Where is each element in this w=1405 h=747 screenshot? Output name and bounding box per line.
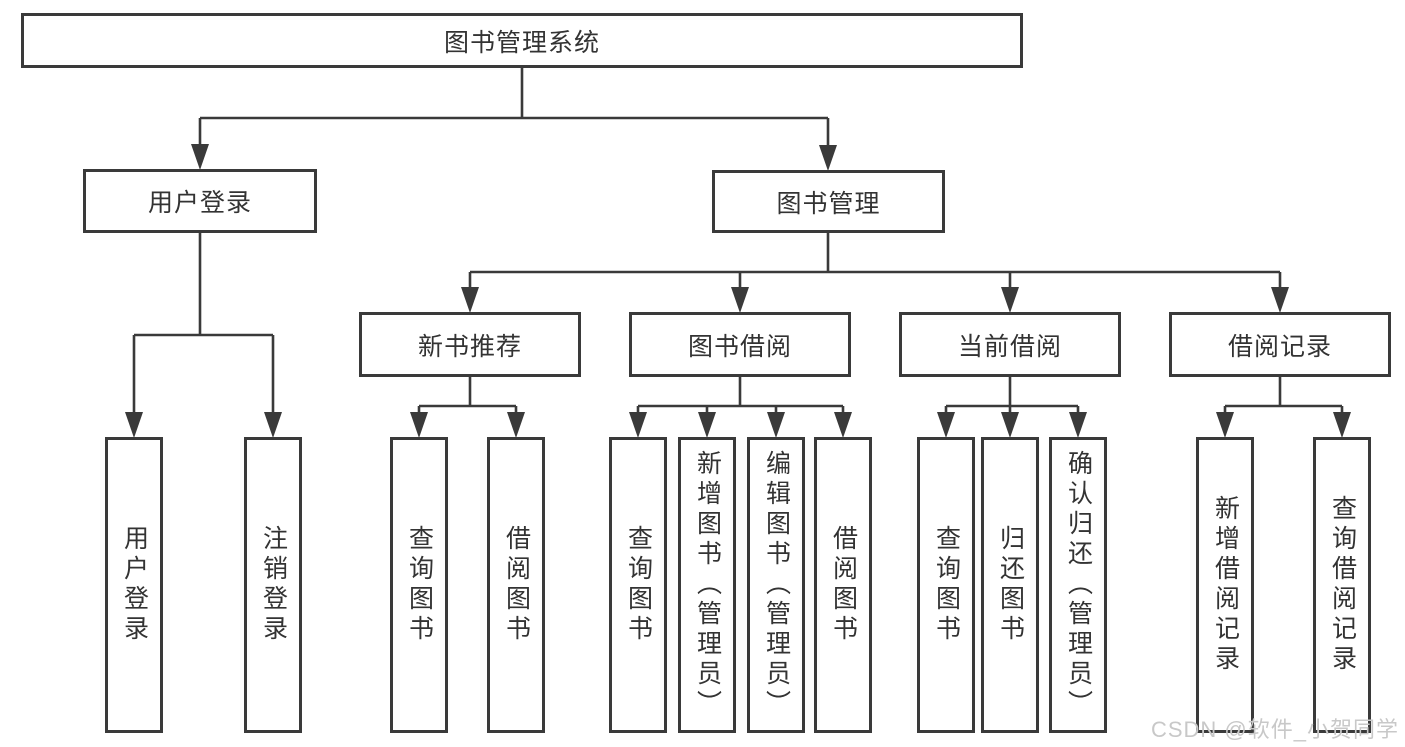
leaf-query-books-borrow: 查询图书 [609,437,667,733]
node-label: 查询图书 [405,525,434,645]
node-label: 查询图书 [624,525,653,645]
node-book-borrowing: 图书借阅 [629,312,851,377]
node-label: 新增图书（管理员） [693,450,722,720]
node-label: 编辑图书（管理员） [762,450,791,720]
arrowhead-down-icon [1216,412,1234,438]
arrowhead-down-icon [819,145,837,171]
node-label: 查询借阅记录 [1328,495,1357,675]
node-label: 查询图书 [932,525,961,645]
arrowhead-down-icon [731,287,749,313]
node-new-book-recommend: 新书推荐 [359,312,581,377]
node-label: 借阅图书 [829,525,858,645]
node-label: 新增借阅记录 [1211,495,1240,675]
edge-line [132,233,275,419]
leaf-query-books-recommend: 查询图书 [390,437,448,733]
node-label: 图书管理 [776,189,881,218]
edge-line [1223,377,1344,419]
arrowhead-down-icon [1271,287,1289,313]
leaf-query-borrow-record: 查询借阅记录 [1313,437,1371,733]
leaf-borrow-books-recommend: 借阅图书 [487,437,545,733]
arrowhead-down-icon [834,412,852,438]
node-label: 借阅图书 [502,525,531,645]
arrowhead-down-icon [125,412,143,438]
node-label: 图书管理系统 [443,28,600,57]
edge-line [417,377,518,419]
node-borrowing-records: 借阅记录 [1169,312,1391,377]
node-label: 当前借阅 [957,332,1062,361]
edge-line [468,233,1282,294]
node-user-login-branch: 用户登录 [83,169,317,233]
leaf-add-borrow-record: 新增借阅记录 [1196,437,1254,733]
edge-line [636,377,845,419]
arrowhead-down-icon [507,412,525,438]
leaf-logout: 注销登录 [244,437,302,733]
node-label: 确认归还（管理员） [1064,450,1093,720]
node-current-borrowing: 当前借阅 [899,312,1121,377]
node-label: 用户登录 [120,525,149,645]
node-book-management-branch: 图书管理 [712,170,945,233]
leaf-borrow-books: 借阅图书 [814,437,872,733]
arrowhead-down-icon [1001,412,1019,438]
node-label: 归还图书 [996,525,1025,645]
csdn-watermark: CSDN @软件_小贺同学 [1150,717,1399,742]
edge-arrowheads [125,144,1351,438]
arrowhead-down-icon [264,412,282,438]
node-label: 用户登录 [147,189,252,217]
node-label: 借阅记录 [1227,332,1332,361]
edge-line [198,68,830,150]
node-label: 注销登录 [259,525,288,645]
leaf-return-books: 归还图书 [981,437,1039,733]
arrowhead-down-icon [937,412,955,438]
arrowhead-down-icon [1069,412,1087,438]
arrowhead-down-icon [629,412,647,438]
arrowhead-down-icon [461,287,479,313]
arrowhead-down-icon [698,412,716,438]
arrowhead-down-icon [1333,412,1351,438]
leaf-edit-books-admin: 编辑图书（管理员） [747,437,805,733]
node-label: 新书推荐 [417,332,522,361]
arrowhead-down-icon [191,144,209,170]
leaf-add-books-admin: 新增图书（管理员） [678,437,736,733]
arrowhead-down-icon [1001,287,1019,313]
node-label: 图书借阅 [687,332,792,361]
arrowhead-down-icon [767,412,785,438]
node-library-management-system: 图书管理系统 [21,13,1023,68]
leaf-confirm-return-admin: 确认归还（管理员） [1049,437,1107,733]
arrowhead-down-icon [410,412,428,438]
leaf-query-books-current: 查询图书 [917,437,975,733]
leaf-user-login: 用户登录 [105,437,163,733]
